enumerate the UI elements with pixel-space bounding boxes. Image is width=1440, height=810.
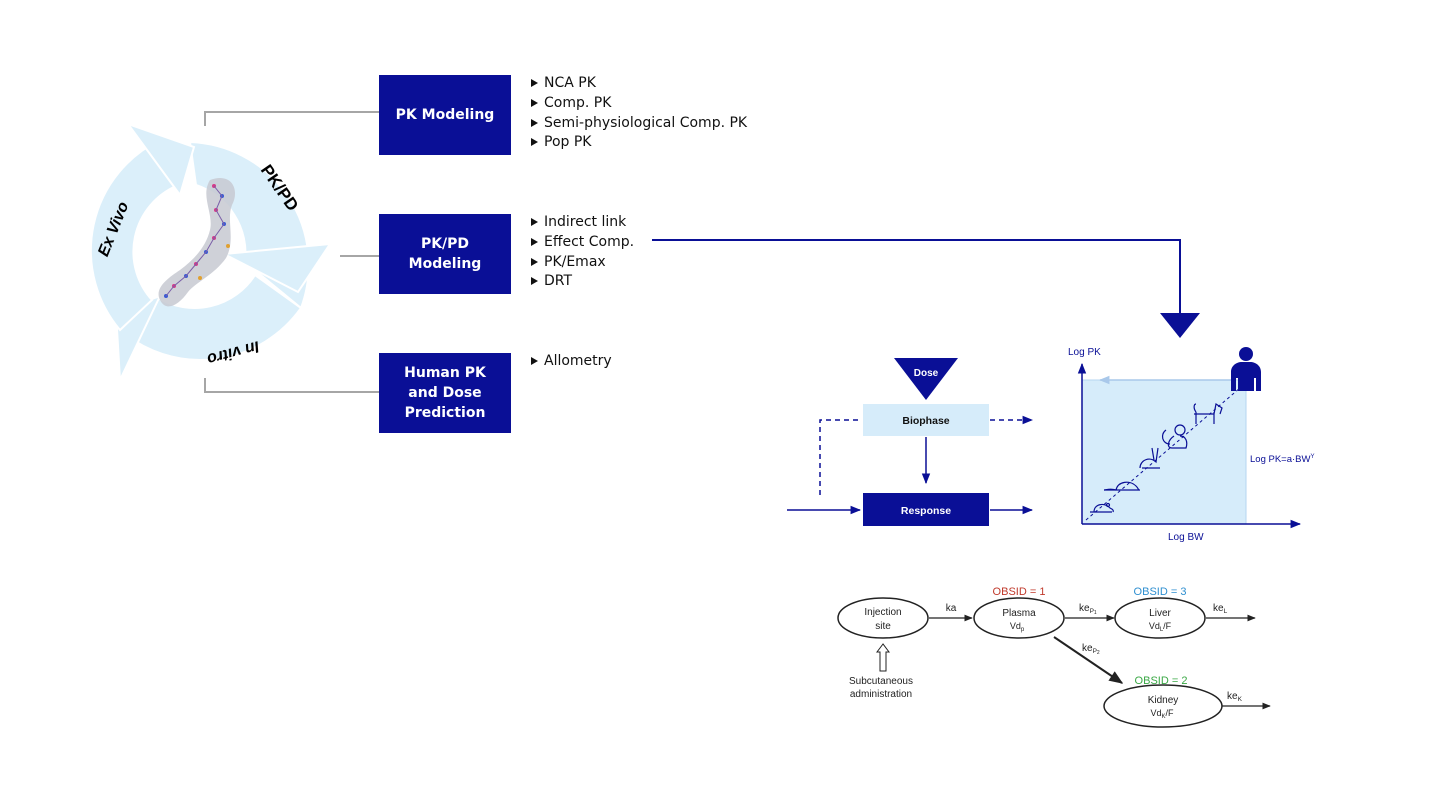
list-item: Allometry xyxy=(531,352,612,372)
x-axis-label: Log BW xyxy=(1168,532,1204,543)
bullet-triangle-icon xyxy=(531,277,538,286)
rate-ka: ka xyxy=(946,603,957,614)
pk-pd-modeling-methods-list: Indirect link Effect Comp. PK/Emax DRT xyxy=(531,213,634,292)
rate-keK: keK xyxy=(1227,691,1243,703)
injection-site-node xyxy=(837,597,929,639)
biophase-box xyxy=(863,404,989,436)
rate-kep1: keP1 xyxy=(1079,603,1097,616)
plasma-volume: Vdp xyxy=(1010,621,1025,633)
kidney-obsid: OBSID = 2 xyxy=(1135,675,1188,687)
list-item: NCA PK xyxy=(531,74,747,94)
human-icon xyxy=(1231,347,1261,391)
pk-modeling-box: PK Modeling xyxy=(379,75,511,155)
dose-label: Dose xyxy=(914,368,939,379)
administration-label-line2: administration xyxy=(850,689,912,700)
monkey-icon xyxy=(1161,424,1188,449)
bullet-triangle-icon xyxy=(531,218,538,226)
administration-arrow xyxy=(876,643,890,672)
bullet-triangle-icon xyxy=(531,118,538,127)
injection-site-label-line2: site xyxy=(875,621,891,632)
human-pk-methods-list: Allometry xyxy=(531,352,612,372)
list-item: DRT xyxy=(531,272,634,292)
molecule-image xyxy=(158,178,236,307)
liver-volume: VdL/F xyxy=(1149,621,1172,633)
cycle-graphic: PK/PD Ex Vivo In vitro xyxy=(89,121,332,381)
pk-pd-modeling-box: PK/PD Modeling xyxy=(379,214,511,294)
bullet-triangle-icon xyxy=(531,237,538,246)
bullet-triangle-icon xyxy=(531,79,538,87)
plot-area xyxy=(1081,379,1247,525)
list-item: Comp. PK xyxy=(531,94,747,114)
allometry-equation: Log PK=a·BWY xyxy=(1250,454,1314,465)
list-item: PK/Emax xyxy=(531,253,634,273)
kidney-volume: VdK/F xyxy=(1150,708,1174,720)
kidney-node xyxy=(1103,684,1223,728)
y-axis-label: Log PK xyxy=(1068,347,1101,358)
rabbit-icon xyxy=(1139,447,1160,469)
liver-node xyxy=(1114,597,1206,639)
plasma-label: Plasma xyxy=(1002,608,1036,619)
liver-label: Liver xyxy=(1149,608,1171,619)
administration-label-line1: Subcutaneous xyxy=(849,676,913,687)
response-label: Response xyxy=(901,505,951,517)
list-item: Pop PK xyxy=(531,133,747,153)
rate-kep2: keP2 xyxy=(1082,643,1100,656)
rate-keL: keL xyxy=(1213,603,1228,615)
connector-human-pk xyxy=(204,378,379,393)
liver-obsid: OBSID = 3 xyxy=(1134,586,1187,598)
cycle-arrow-left-head xyxy=(125,121,196,198)
connector-pk-modeling xyxy=(204,111,379,126)
cycle-connectors xyxy=(204,111,379,393)
human-pk-dose-prediction-box: Human PK and Dose Prediction xyxy=(379,353,511,433)
bullet-triangle-icon xyxy=(531,138,538,147)
plasma-node xyxy=(973,597,1065,639)
rat-icon xyxy=(1103,481,1140,491)
response-box xyxy=(863,493,989,526)
pk-pd-to-plot-arrow xyxy=(652,239,1200,338)
cycle-arrow-top-right-head xyxy=(220,242,332,294)
pk-modeling-methods-list: NCA PK Comp. PK Semi-physiological Comp.… xyxy=(531,74,747,153)
bullet-triangle-icon xyxy=(531,257,538,266)
biophase-label: Biophase xyxy=(902,415,949,427)
list-item: Semi-physiological Comp. PK xyxy=(531,114,747,134)
list-item: Indirect link xyxy=(531,213,634,233)
dog-icon xyxy=(1193,403,1223,424)
injection-site-label-line1: Injection xyxy=(864,607,901,618)
mouse-icon xyxy=(1090,502,1114,513)
biophase-diagram: Dose Biophase Response xyxy=(787,358,1034,526)
bullet-triangle-icon xyxy=(531,98,538,107)
bullet-triangle-icon xyxy=(531,357,538,365)
kidney-label: Kidney xyxy=(1148,695,1179,706)
list-item: Effect Comp. xyxy=(531,233,634,253)
dose-triangle xyxy=(894,358,958,400)
allometry-plot: Log PK Log BW Log PK=a·BWY xyxy=(1068,347,1314,543)
plasma-obsid: OBSID = 1 xyxy=(993,586,1046,598)
compartment-model: Injection site Subcutaneous administrati… xyxy=(837,586,1271,728)
